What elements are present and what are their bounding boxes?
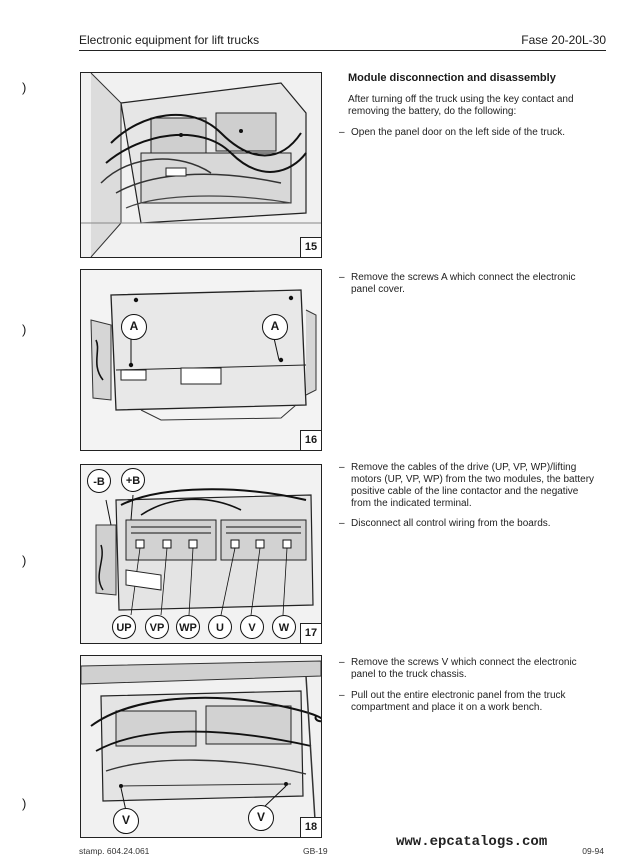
header-rule — [79, 50, 606, 51]
figure-number: 18 — [300, 817, 321, 837]
callout-w: W — [272, 615, 296, 639]
header-title: Electronic equipment for lift trucks — [79, 33, 260, 47]
step-text: Disconnect all control wiring from the b… — [351, 518, 551, 529]
header-code: Fase 20-20L-30 — [521, 33, 606, 47]
step-dash: – — [339, 462, 345, 473]
step-dash: – — [339, 127, 345, 138]
step-text: Remove the cables of the drive (UP, VP, … — [351, 462, 595, 509]
callout-minus-b: -B — [87, 469, 111, 493]
figure-17-illustration — [81, 465, 321, 643]
figure-17: -B +B UP VP WP U V W 17 — [80, 464, 322, 644]
binding-mark: ) — [22, 80, 27, 95]
section-intro: After turning off the truck using the ke… — [348, 94, 574, 117]
step-text: Pull out the entire electronic panel fro… — [351, 690, 566, 713]
section-title: Module disconnection and disassembly — [348, 72, 556, 84]
footer-date: 09-94 — [582, 846, 604, 856]
step-dash: – — [339, 518, 345, 529]
callout-v-left: V — [113, 808, 139, 834]
callout-a-right: A — [262, 314, 288, 340]
footer-stamp: stamp. 604.24.061 — [79, 846, 150, 856]
callout-u: U — [208, 615, 232, 639]
figure-15: 15 — [80, 72, 322, 258]
step-text: Remove the screws V which connect the el… — [351, 657, 577, 680]
callout-vp: VP — [145, 615, 169, 639]
callout-wp: WP — [176, 615, 200, 639]
callout-plus-b: +B — [121, 468, 145, 492]
watermark: www.epcatalogs.com — [396, 834, 548, 850]
binding-mark: ) — [22, 322, 27, 337]
figure-16-illustration — [81, 270, 321, 450]
step-dash: – — [339, 657, 345, 668]
binding-mark: ) — [22, 553, 27, 568]
footer-page: GB-19 — [303, 846, 328, 856]
binding-mark: ) — [22, 796, 27, 811]
callout-v-right: V — [248, 805, 274, 831]
figure-number: 16 — [300, 430, 321, 450]
figure-18-illustration — [81, 656, 321, 837]
step-text: Remove the screws A which connect the el… — [351, 272, 576, 295]
figure-16: A A 16 — [80, 269, 322, 451]
callout-a-left: A — [121, 314, 147, 340]
figure-number: 17 — [300, 623, 321, 643]
step-dash: – — [339, 272, 345, 283]
step-text: Open the panel door on the left side of … — [351, 127, 566, 138]
figure-15-illustration — [81, 73, 321, 257]
step-dash: – — [339, 690, 345, 701]
callout-v: V — [240, 615, 264, 639]
callout-up: UP — [112, 615, 136, 639]
figure-number: 15 — [300, 237, 321, 257]
figure-18: V V 18 — [80, 655, 322, 838]
